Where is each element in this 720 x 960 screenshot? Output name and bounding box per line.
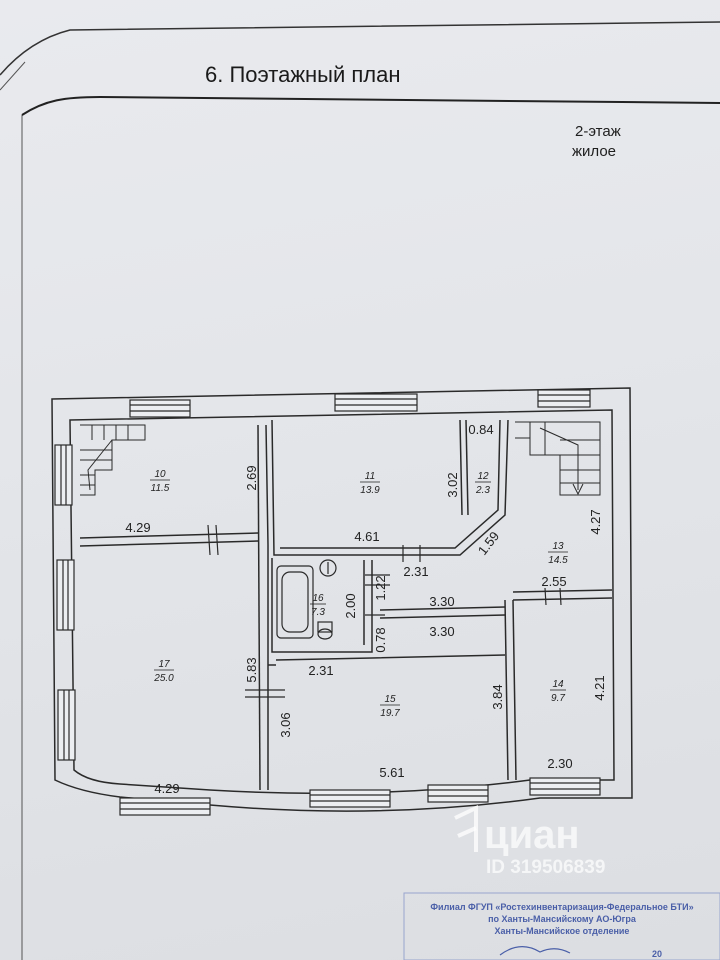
room-area: 13.9: [360, 485, 380, 496]
room-16-label: 16 7.3: [310, 593, 326, 618]
room-number: 12: [477, 471, 489, 482]
dimension-label: 1.22: [373, 575, 388, 600]
header-rule: [21, 95, 720, 116]
room-17-label: 17 25.0: [153, 659, 174, 684]
room-number: 16: [312, 593, 324, 604]
room-14-label: 14 9.7: [550, 679, 566, 704]
dimension-label: 4.27: [588, 509, 603, 534]
dimension-label: 4.21: [592, 675, 607, 700]
cian-logo-icon: [454, 804, 478, 852]
outer-walls: [51, 387, 633, 812]
toilet-icon: [317, 621, 333, 640]
room-10-label: 10 11.5: [150, 469, 170, 494]
sink-icon: [319, 559, 337, 577]
dimension-labels: 2.69 4.29 4.61 3.02 0.84 1.59 2.31 4.27 …: [125, 422, 607, 796]
room-number: 14: [552, 679, 564, 690]
signature-mark: [499, 946, 571, 956]
bti-stamp: Филиал ФГУП «Ростехинвентаризация-Федера…: [403, 892, 720, 960]
dimension-label: 3.02: [445, 472, 460, 497]
dimension-label: 2.31: [403, 564, 428, 579]
dimension-label: 4.61: [354, 529, 379, 544]
room-number: 11: [365, 471, 375, 482]
dimension-label: 0.78: [373, 627, 388, 652]
room-number: 10: [154, 469, 166, 480]
dimension-label: 5.83: [244, 657, 259, 682]
room-11-label: 11 13.9: [360, 471, 380, 496]
staircase-right: [515, 421, 601, 496]
room-13-label: 13 14.5: [548, 541, 568, 566]
dimension-label: 4.29: [154, 781, 179, 796]
dimension-label: 1.59: [475, 529, 502, 558]
cian-watermark: циан ID 319506839: [454, 804, 605, 878]
windows: [54, 389, 601, 816]
dimension-label: 2.00: [343, 593, 358, 618]
room-15-label: 15 19.7: [380, 694, 400, 719]
page-title: 6. Поэтажный план: [205, 62, 401, 87]
room-12-label: 12 2.3: [475, 471, 491, 496]
stamp-line-2: по Ханты-Мансийскому АО-Югра: [488, 914, 637, 924]
room-number: 17: [158, 659, 170, 670]
room-area: 14.5: [548, 555, 568, 566]
room-number: 13: [552, 541, 564, 552]
page-top-edge: [0, 21, 720, 76]
room-area: 19.7: [380, 708, 400, 719]
staircase-left: [80, 424, 146, 496]
interior-walls: [79, 419, 613, 791]
dimension-label: 5.61: [379, 765, 404, 780]
dimension-label: 3.30: [429, 624, 454, 639]
room-area: 9.7: [551, 693, 565, 704]
floor-label: 2-этаж: [575, 123, 621, 140]
dimension-label: 2.69: [244, 465, 259, 490]
bathtub-icon: [276, 565, 314, 639]
stamp-line-3: Ханты-Мансийское отделение: [495, 926, 630, 936]
stamp-year: 20: [652, 949, 662, 959]
dimension-label: 2.55: [541, 574, 566, 589]
watermark-id: ID 319506839: [486, 857, 605, 878]
dimension-label: 4.29: [125, 520, 150, 535]
dimension-label: 2.31: [308, 663, 333, 678]
dimension-label: 3.30: [429, 594, 454, 609]
dimension-label: 0.84: [468, 422, 493, 437]
room-area: 25.0: [153, 673, 174, 684]
dimension-label: 2.30: [547, 756, 572, 771]
floor-type-label: жилое: [572, 143, 616, 160]
dimension-label: 3.06: [278, 712, 293, 737]
dimension-label: 3.84: [490, 684, 505, 709]
room-area: 2.3: [475, 485, 490, 496]
room-area: 11.5: [151, 483, 170, 494]
watermark-brand: циан: [484, 813, 580, 857]
stamp-line-1: Филиал ФГУП «Ростехинвентаризация-Федера…: [430, 902, 693, 912]
page-corner: [0, 61, 26, 91]
door-marks: [207, 524, 562, 698]
room-number: 15: [384, 694, 396, 705]
room-area: 7.3: [311, 607, 325, 618]
